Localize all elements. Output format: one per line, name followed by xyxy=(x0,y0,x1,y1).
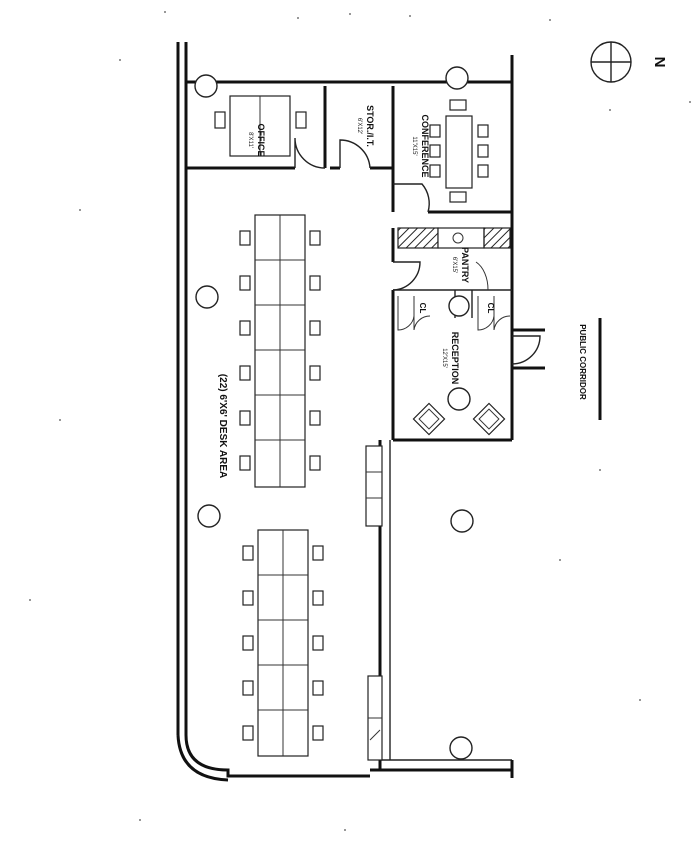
pantry-size: 6'X15' xyxy=(451,257,457,273)
public-corridor-label: PUBLIC CORRIDOR xyxy=(578,324,587,400)
office-size: 8'X11' xyxy=(247,132,253,148)
conference-table xyxy=(429,99,489,203)
office-furniture xyxy=(214,95,307,157)
closet-label-2: CL xyxy=(486,303,495,314)
storage-size: 6'X12' xyxy=(356,118,362,134)
open-area-label: (22) 6'X6' DESK AREA xyxy=(217,374,228,478)
door-swings xyxy=(294,137,541,365)
pantry-label: PANTRY xyxy=(460,247,470,283)
structural-columns xyxy=(194,66,474,760)
scan-noise xyxy=(29,11,691,831)
desk-cluster-south xyxy=(242,529,324,757)
file-cabinets xyxy=(365,445,383,761)
north-arrow-icon: N xyxy=(590,41,668,83)
pantry-counter xyxy=(397,227,511,249)
storage-label: STOR./I.T. xyxy=(365,105,375,147)
conference-label: CONFERENCE xyxy=(420,114,430,177)
closet-label-1: CL xyxy=(418,303,427,314)
desk-cluster-north xyxy=(239,214,321,488)
reception-label: RECEPTION xyxy=(450,332,460,385)
interior-walls xyxy=(186,86,602,770)
reception-size: 12'X15' xyxy=(441,348,447,368)
compass-label: N xyxy=(651,57,668,68)
conference-size: 11'X15' xyxy=(411,136,417,155)
office-label: OFFICE xyxy=(256,124,266,157)
room-labels: OFFICE 8'X11' STOR./I.T. 6'X12' CONFEREN… xyxy=(217,105,587,478)
reception-seating xyxy=(412,402,506,436)
